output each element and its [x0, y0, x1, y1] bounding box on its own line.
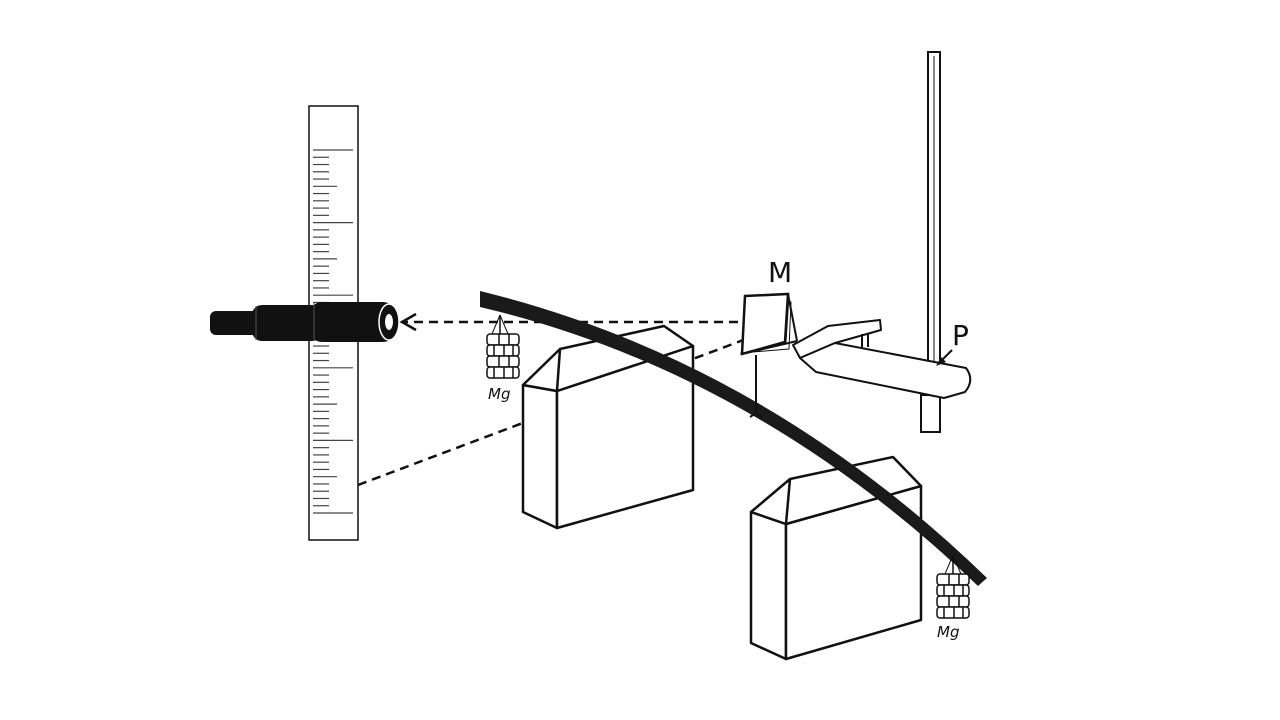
light-ray-incident	[399, 312, 768, 332]
clamp-arm	[792, 319, 972, 399]
weight-stack-icon	[486, 333, 520, 379]
weight-left-label: Mg	[488, 385, 510, 403]
support-block-right	[749, 455, 923, 661]
weight-left: Mg	[486, 314, 520, 403]
mirror-label: M	[768, 256, 792, 289]
weight-right-label: Mg	[937, 623, 959, 641]
pointer-label: P	[952, 319, 969, 352]
scale-ticks	[313, 149, 353, 514]
pointer-p: P	[936, 319, 969, 366]
telescope-icon	[210, 302, 400, 342]
mirror-m: M	[740, 256, 798, 418]
weight-right: Mg	[936, 554, 970, 641]
support-block-left	[521, 324, 695, 530]
weight-stack-icon	[936, 573, 970, 619]
